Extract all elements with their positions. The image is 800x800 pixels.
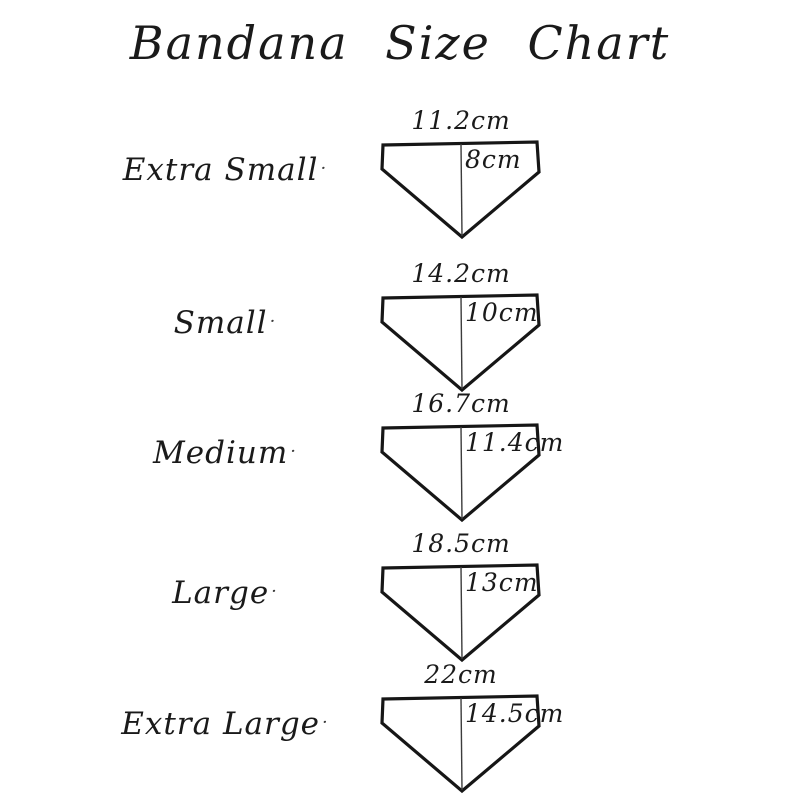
bandana-shape-icon	[380, 694, 541, 794]
size-label: Extra Small·	[95, 149, 355, 190]
bandana-shape-icon	[380, 140, 541, 240]
label-mark: ·	[271, 581, 278, 602]
width-measurement: 11.2cm	[411, 106, 511, 135]
height-measurement: 13cm	[465, 568, 539, 597]
bandana-outline	[380, 563, 541, 663]
label-mark: ·	[269, 311, 277, 332]
height-measure-line	[460, 566, 463, 660]
size-label-text: Extra Large	[121, 706, 321, 742]
height-measure-line	[460, 697, 463, 791]
height-measurement: 8cm	[465, 145, 522, 174]
size-label: Medium·	[95, 432, 355, 473]
width-measurement: 22cm	[424, 660, 498, 689]
bandana-outline	[380, 423, 541, 523]
width-measurement: 14.2cm	[411, 259, 511, 288]
bandana-shape-icon	[380, 423, 541, 523]
bandana-outline	[380, 694, 541, 794]
label-mark: ·	[290, 441, 297, 462]
height-measurement: 11.4cm	[465, 428, 565, 457]
width-measurement: 18.5cm	[411, 529, 511, 558]
size-label: Extra Large·	[95, 703, 355, 744]
size-label-text: Small	[173, 305, 268, 341]
size-label: Large·	[95, 572, 355, 613]
label-mark: ·	[322, 712, 329, 733]
size-label: Small·	[95, 302, 355, 343]
bandana-shape-icon	[380, 563, 541, 663]
bandana-shape-icon	[380, 293, 541, 393]
size-label-text: Large	[172, 575, 270, 611]
bandana-outline	[380, 140, 541, 240]
height-measurement: 14.5cm	[465, 699, 565, 728]
size-label-text: Medium	[153, 435, 289, 471]
bandana-outline	[380, 293, 541, 393]
width-measurement: 16.7cm	[411, 389, 511, 418]
height-measure-line	[460, 426, 463, 520]
height-measurement: 10cm	[465, 298, 539, 327]
height-measure-line	[460, 143, 463, 237]
page-title: Bandana Size Chart	[129, 16, 671, 70]
size-label-text: Extra Small	[122, 152, 319, 188]
height-measure-line	[460, 296, 463, 390]
label-mark: ·	[320, 158, 328, 179]
